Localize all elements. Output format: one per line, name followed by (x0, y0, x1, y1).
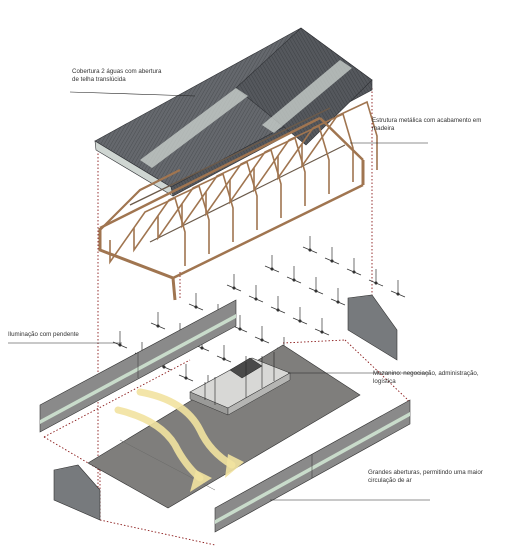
structural-frame (98, 100, 378, 301)
portal-frame (109, 196, 186, 266)
pendant-light-icon (150, 312, 166, 330)
pendant-light-icon (292, 307, 308, 325)
pendant-light-icon (346, 258, 362, 276)
pendant-light-icon (330, 288, 346, 306)
pendant-light-icon (216, 345, 232, 363)
leader-lines (8, 91, 430, 501)
openings-annotation: Grandes aberturas, permitindo uma maior … (368, 469, 483, 484)
portal-frame (181, 160, 258, 230)
portal-frame (205, 148, 282, 218)
pendant-light-icon (390, 280, 406, 298)
roof (94, 27, 373, 197)
pendant-light-icon (254, 326, 270, 344)
pendant-light-icon (112, 331, 128, 349)
pendant-light-icon (302, 236, 318, 254)
left-wall (39, 299, 237, 433)
pendant-light-icon (232, 315, 248, 333)
pendant-light-icon (368, 269, 384, 287)
pendant-light-icon (178, 364, 194, 382)
pendant-light-icon (188, 293, 204, 311)
pendant-light-icon (270, 296, 286, 314)
pendant-light-icon (308, 277, 324, 295)
pendant-light-icon (314, 318, 330, 336)
lighting-annotation: Iluminação com pendente (8, 331, 79, 338)
front-wall (214, 399, 411, 533)
portal-frame (157, 172, 234, 242)
portal-frame (229, 136, 306, 206)
roof-annotation: Cobertura 2 águas com abertura de telha … (72, 68, 162, 83)
portal-frame (253, 124, 330, 194)
portal-frame (277, 112, 354, 182)
pendant-light-icon (324, 247, 340, 265)
structure-annotation: Estrutura metálica com acabamento em mad… (372, 117, 482, 132)
airflow-arrow-heads (190, 454, 244, 492)
left-end-wall (53, 464, 101, 521)
airflow-arrows (114, 388, 236, 482)
pendant-light-icon (226, 274, 242, 292)
pendant-light-icon (264, 255, 280, 273)
right-end-wall (347, 294, 398, 361)
mezzanine-annotation: Mezanino: negociação, administração, log… (373, 370, 479, 385)
portal-frame (133, 184, 210, 254)
pendant-light-icon (286, 266, 302, 284)
pendant-light-icon (248, 285, 264, 303)
portal-frame (301, 100, 378, 170)
